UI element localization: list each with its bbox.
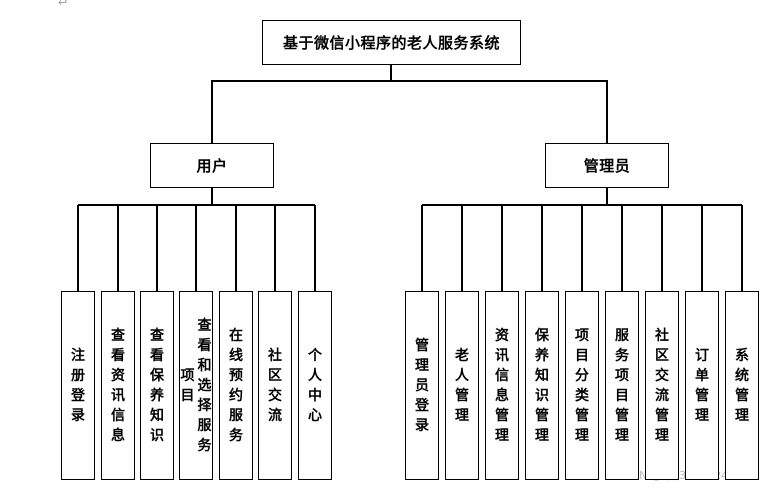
user-leaf: 查看和选择服务项目	[179, 291, 213, 480]
leaf-text-column: 项目	[180, 367, 195, 404]
admin-leaf: 管理员登录	[405, 291, 439, 480]
leaf-text-column: 项目分类管理	[575, 327, 589, 444]
leaf-text-column: 社区交流管理	[655, 327, 669, 444]
admin-leaf: 系统管理	[725, 291, 759, 480]
admin-leaf: 资讯信息管理	[485, 291, 519, 480]
user-leaf: 查看保养知识	[140, 291, 174, 480]
user-leaf: 注册登录	[61, 291, 95, 480]
leaf-text-column: 服务项目管理	[615, 327, 629, 444]
admin-leaf: 服务项目管理	[605, 291, 639, 480]
admin-leaf: 保养知识管理	[525, 291, 559, 480]
admin-leaf: 订单管理	[685, 291, 719, 480]
leaf-text-column: 系统管理	[735, 347, 749, 424]
leaf-text-column: 老人管理	[455, 347, 469, 424]
user-leaf: 查看资讯信息	[101, 291, 135, 480]
leaf-text-column: 注册登录	[71, 347, 85, 424]
admin-leaf: 项目分类管理	[565, 291, 599, 480]
admin-leaf: 社区交流管理	[645, 291, 679, 480]
user-node: 用户	[150, 143, 274, 188]
root-node: 基于微信小程序的老人服务系统	[262, 20, 521, 65]
leaf-text-column: 资讯信息管理	[495, 327, 509, 444]
leaf-text-column: 订单管理	[695, 347, 709, 424]
admin-node: 管理员	[545, 143, 669, 188]
leaf-text-column: 保养知识管理	[535, 327, 549, 444]
leaf-text-column: 在线预约服务	[229, 327, 243, 444]
leaf-text-column: 查看和选择服务	[197, 317, 212, 454]
return-mark: ↩	[58, 0, 68, 9]
leaf-text-column: 查看保养知识	[150, 327, 164, 444]
admin-leaf: 老人管理	[445, 291, 479, 480]
leaf-text-column: 社区交流	[268, 347, 282, 424]
user-leaf: 在线预约服务	[219, 291, 253, 480]
user-leaf: 社区交流	[258, 291, 292, 480]
user-leaf: 个人中心	[298, 291, 332, 480]
leaf-text-column: 管理员登录	[415, 337, 429, 434]
leaf-text-column: 查看资讯信息	[111, 327, 125, 444]
leaf-text-column: 个人中心	[308, 347, 322, 424]
